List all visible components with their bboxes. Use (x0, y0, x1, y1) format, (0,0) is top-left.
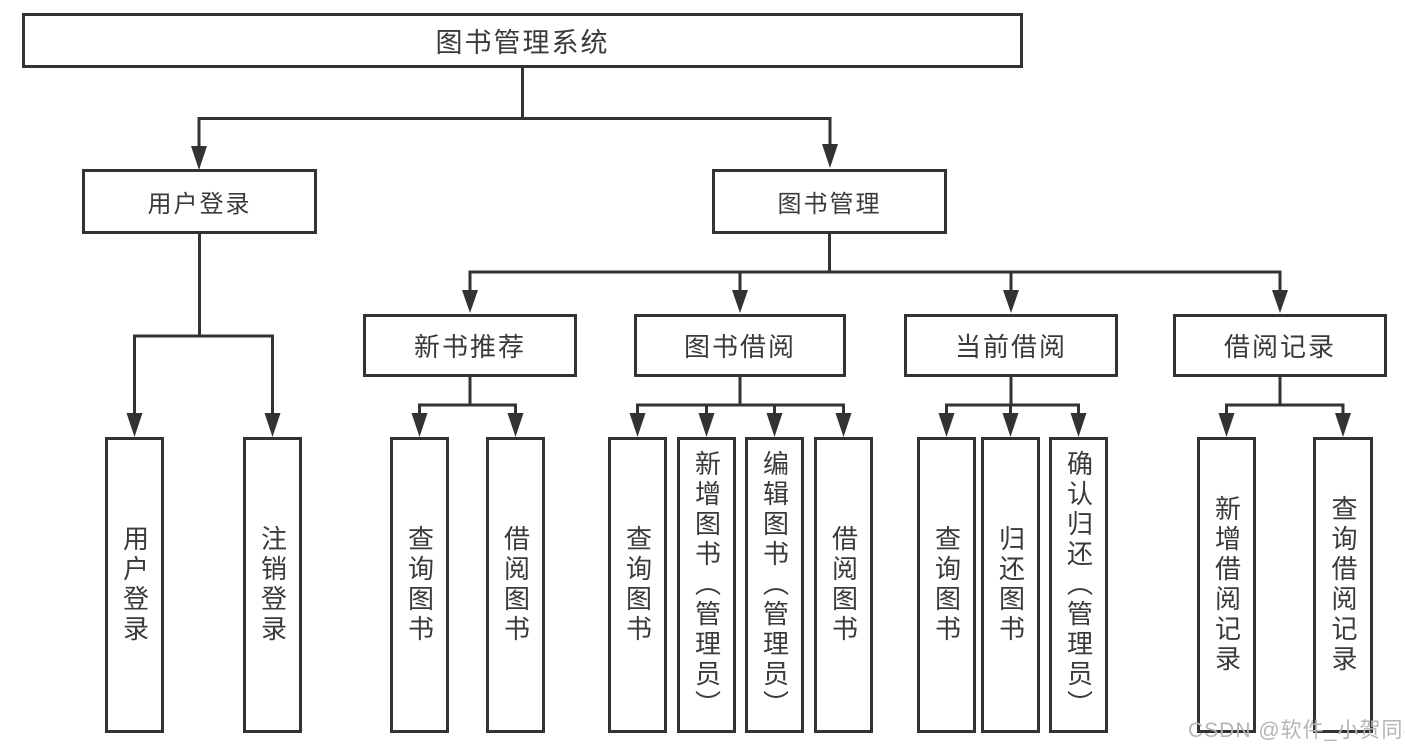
node-book-management: 图书管理 (712, 169, 947, 234)
leaf-add-book-admin-label: 新增图书（管理员） (691, 450, 722, 720)
csdn-watermark: CSDN @软件_小贺同学 (1188, 719, 1405, 742)
leaf-recommend-borrow-books-label: 借阅图书 (500, 525, 531, 645)
leaf-confirm-return-admin: 确认归还（管理员） (1049, 437, 1108, 733)
node-book-management-label: 图书管理 (777, 191, 882, 218)
leaf-user-login: 用户登录 (105, 437, 164, 733)
leaf-logout-login-label: 注销登录 (257, 525, 288, 645)
node-root: 图书管理系统 (22, 13, 1023, 68)
leaf-confirm-return-admin-label: 确认归还（管理员） (1063, 450, 1094, 720)
node-new-book-recommend-label: 新书推荐 (413, 332, 526, 362)
leaf-borrow-books-label: 借阅图书 (828, 525, 859, 645)
node-user-login-label: 用户登录 (147, 191, 252, 218)
leaf-add-book-admin: 新增图书（管理员） (677, 437, 736, 733)
leaf-current-query-books-label: 查询图书 (931, 525, 962, 645)
leaf-recommend-query-books: 查询图书 (390, 437, 449, 733)
leaf-current-query-books: 查询图书 (917, 437, 976, 733)
node-root-label: 图书管理系统 (435, 28, 610, 58)
node-book-borrow-label: 图书借阅 (683, 332, 796, 362)
node-new-book-recommend: 新书推荐 (363, 314, 577, 377)
node-user-login: 用户登录 (82, 169, 317, 234)
node-current-borrow: 当前借阅 (904, 314, 1118, 377)
leaf-logout-login: 注销登录 (243, 437, 302, 733)
leaf-user-login-label: 用户登录 (119, 525, 150, 645)
leaf-add-borrow-record-label: 新增借阅记录 (1211, 495, 1242, 675)
node-book-borrow: 图书借阅 (634, 314, 846, 377)
leaf-query-borrow-record: 查询借阅记录 (1313, 437, 1373, 733)
leaf-borrow-books: 借阅图书 (814, 437, 873, 733)
leaf-recommend-query-books-label: 查询图书 (404, 525, 435, 645)
leaf-edit-book-admin-label: 编辑图书（管理员） (759, 450, 790, 720)
leaf-return-books-label: 归还图书 (995, 525, 1026, 645)
node-borrow-records-label: 借阅记录 (1223, 332, 1336, 362)
leaf-edit-book-admin: 编辑图书（管理员） (745, 437, 804, 733)
leaf-borrow-query-books-label: 查询图书 (622, 525, 653, 645)
node-borrow-records: 借阅记录 (1173, 314, 1387, 377)
leaf-recommend-borrow-books: 借阅图书 (486, 437, 545, 733)
leaf-borrow-query-books: 查询图书 (608, 437, 667, 733)
node-current-borrow-label: 当前借阅 (954, 332, 1067, 362)
leaf-return-books: 归还图书 (981, 437, 1040, 733)
leaf-add-borrow-record: 新增借阅记录 (1197, 437, 1256, 733)
leaf-query-borrow-record-label: 查询借阅记录 (1328, 495, 1358, 675)
